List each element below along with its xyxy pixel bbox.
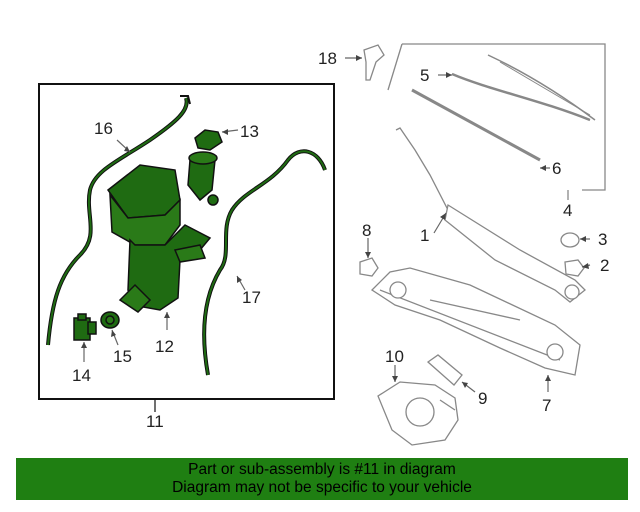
wiper-motor	[377, 381, 459, 446]
callout-16: 16	[94, 119, 113, 138]
wiper-blade-box	[387, 43, 606, 200]
reservoir-cap	[194, 129, 223, 151]
callout-15: 15	[113, 347, 132, 366]
washer-nozzle	[363, 44, 385, 81]
link-9	[426, 354, 463, 386]
callout-9: 9	[478, 389, 487, 408]
callout-11: 11	[146, 412, 164, 431]
callout-13: 13	[240, 122, 259, 141]
washer-3	[560, 232, 580, 248]
banner-line-2: Diagram may not be specific to your vehi…	[172, 479, 472, 496]
wiper-linkage	[370, 267, 581, 376]
callout-8: 8	[362, 221, 371, 240]
callout-3: 3	[598, 230, 607, 249]
hose-17	[202, 149, 327, 376]
callout-2: 2	[600, 256, 609, 275]
hose-16-nozzle	[180, 95, 191, 105]
callout-10: 10	[385, 347, 404, 366]
washer-reservoir	[106, 151, 219, 313]
pump-grommet	[100, 311, 120, 329]
wiper-arm	[395, 127, 586, 303]
callout-5: 5	[420, 66, 429, 85]
callout-7: 7	[542, 396, 551, 415]
info-banner: Part or sub-assembly is #11 in diagram D…	[16, 458, 628, 500]
callout-12: 12	[155, 337, 174, 356]
arrowheads	[81, 55, 589, 388]
nut-2	[564, 259, 585, 277]
callout-14: 14	[72, 366, 91, 385]
callout-17: 17	[242, 288, 261, 307]
callout-18: 18	[318, 49, 337, 68]
callout-6: 6	[552, 159, 561, 178]
subassembly-11-box	[38, 83, 335, 400]
bolt-8	[359, 257, 379, 277]
callout-1: 1	[420, 226, 429, 245]
callout-4: 4	[563, 201, 572, 220]
washer-pump	[73, 313, 97, 341]
banner-line-1: Part or sub-assembly is #11 in diagram	[188, 461, 456, 478]
